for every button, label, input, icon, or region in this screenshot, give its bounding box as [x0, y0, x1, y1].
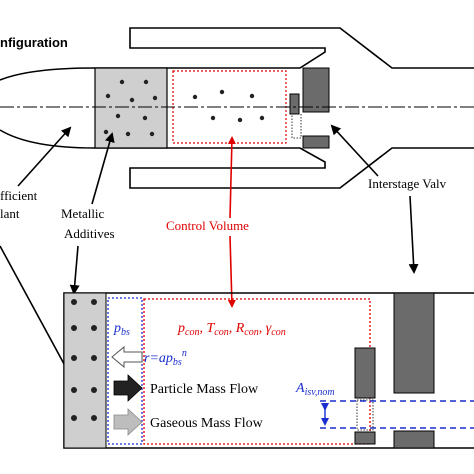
regression-arrow: [111, 345, 143, 369]
valve-opening-detail: [356, 399, 374, 431]
valve-block-detail-upper: [393, 292, 435, 394]
detail-grain-block: [63, 292, 107, 449]
coefficient-label-line2: lant: [0, 206, 20, 221]
leader-valve-top: [330, 124, 379, 177]
state-variables: pcon, Tcon, Rcon, γcon: [177, 321, 286, 338]
leader-metallic-down: [69, 245, 80, 295]
valve-plate-detail: [354, 347, 376, 399]
leader-control-volume-up: [227, 136, 236, 219]
particle-dots-top: [192, 89, 265, 123]
solid-grain-block: [94, 67, 168, 149]
housing-lower-outline: [0, 129, 474, 189]
area-label: Aisv,nom: [295, 381, 335, 398]
gaseous-flow-label: Gaseous Mass Flow: [150, 416, 264, 431]
pbs-label: pbs: [113, 321, 130, 338]
burn-rate-law: r=apbsn: [144, 348, 187, 368]
valve-block-lower: [302, 135, 330, 149]
leader-control-volume-down: [227, 235, 236, 308]
interstage-valve-label: Interstage Valv: [368, 176, 447, 191]
metallic-label-line1: Metallic: [61, 206, 105, 221]
leader-coefficient-top: [17, 126, 72, 187]
valve-block-detail-lower: [393, 430, 435, 449]
particle-flow-label: Particle Mass Flow: [150, 382, 259, 397]
metallic-label-line2: Additives: [64, 226, 115, 241]
coefficient-label-line1: fficient: [0, 188, 38, 203]
configuration-title: nfiguration: [0, 35, 68, 50]
particle-flow-arrow: [113, 374, 143, 402]
metallic-additive-dots-top: [103, 79, 158, 137]
control-volume-label: Control Volume: [166, 218, 249, 233]
valve-plate-top: [289, 93, 300, 115]
burning-surface-box: [107, 297, 143, 445]
detail-additive-dots: [71, 299, 97, 421]
valve-plate-detail-lower: [354, 431, 376, 445]
housing-upper-outline: [0, 27, 474, 81]
gaseous-flow-arrow: [113, 408, 143, 436]
valve-block-upper: [302, 67, 330, 113]
leader-valve-down: [408, 195, 419, 274]
leader-metallic-top: [91, 132, 115, 205]
valve-opening-top: [291, 113, 302, 139]
control-volume-box-detail: [143, 298, 371, 445]
